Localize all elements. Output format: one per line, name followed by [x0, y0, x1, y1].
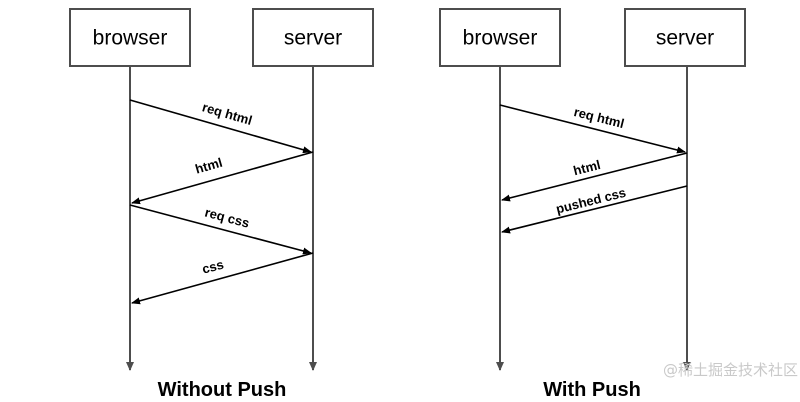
- message-arrow: [501, 152, 688, 202]
- participant-server[interactable]: server: [624, 8, 746, 371]
- participant-label-server: server: [284, 27, 342, 50]
- message-label: html: [572, 157, 602, 178]
- message-arrow: [131, 151, 314, 205]
- diagram-with-push: browser server req html html pushed css …: [439, 8, 746, 401]
- participant-browser[interactable]: browser: [69, 8, 191, 371]
- message-html: html: [501, 152, 688, 202]
- diagram-caption-with-push: With Push: [543, 379, 641, 401]
- participant-server[interactable]: server: [252, 8, 374, 371]
- participant-label-browser: browser: [93, 27, 168, 50]
- participant-label-server: server: [656, 27, 714, 50]
- message-arrow: [129, 99, 312, 154]
- participant-browser[interactable]: browser: [439, 8, 561, 371]
- participant-box-server[interactable]: [252, 8, 374, 67]
- message-html: html: [131, 151, 314, 205]
- message-css: css: [131, 252, 314, 305]
- message-arrow: [129, 204, 312, 255]
- participant-box-browser[interactable]: [439, 8, 561, 67]
- diagram-caption-without-push: Without Push: [158, 379, 287, 401]
- message-arrow: [501, 185, 688, 234]
- participant-box-server[interactable]: [624, 8, 746, 67]
- participant-label-browser: browser: [463, 27, 538, 50]
- participant-box-browser[interactable]: [69, 8, 191, 67]
- watermark-text: @稀土掘金技术社区: [663, 361, 798, 379]
- message-label: html: [193, 155, 224, 177]
- message-arrow: [131, 252, 314, 305]
- diagram-without-push: browser server req html html req css css…: [69, 8, 374, 401]
- message-arrow: [499, 104, 686, 154]
- message-label: css: [200, 257, 225, 277]
